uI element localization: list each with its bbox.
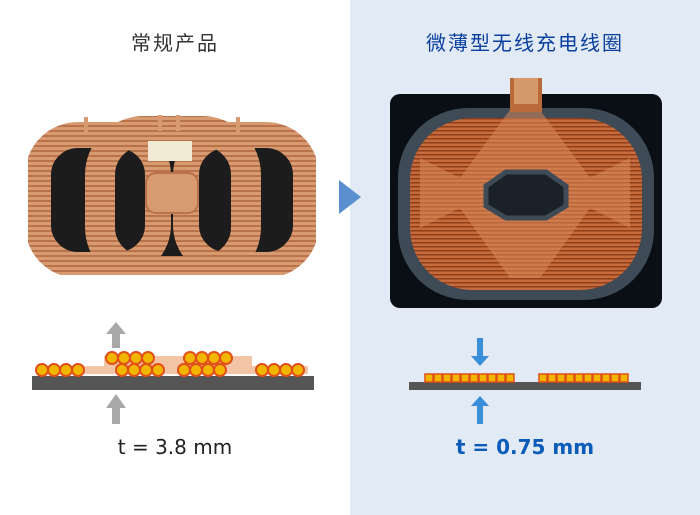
substrate — [409, 382, 641, 390]
conventional-thickness: t = 3.8 mm — [117, 435, 233, 459]
pressure-arrow-top-icon — [471, 338, 489, 366]
pressure-arrow-bottom-icon — [106, 394, 126, 424]
thin-coil-image — [390, 78, 662, 308]
conventional-title: 常规产品 — [131, 31, 219, 55]
thin-coil-cross-section — [409, 338, 641, 424]
thin-coil-thickness: t = 0.75 mm — [455, 435, 595, 459]
pressure-arrow-top-icon — [106, 322, 126, 348]
substrate — [32, 376, 314, 390]
transition-arrow — [339, 180, 361, 214]
conventional-coil-image — [28, 115, 316, 275]
conventional-cross-section — [32, 322, 314, 424]
thin-coil-title: 微薄型无线充电线圈 — [426, 31, 624, 55]
pressure-arrow-bottom-icon — [471, 396, 489, 424]
